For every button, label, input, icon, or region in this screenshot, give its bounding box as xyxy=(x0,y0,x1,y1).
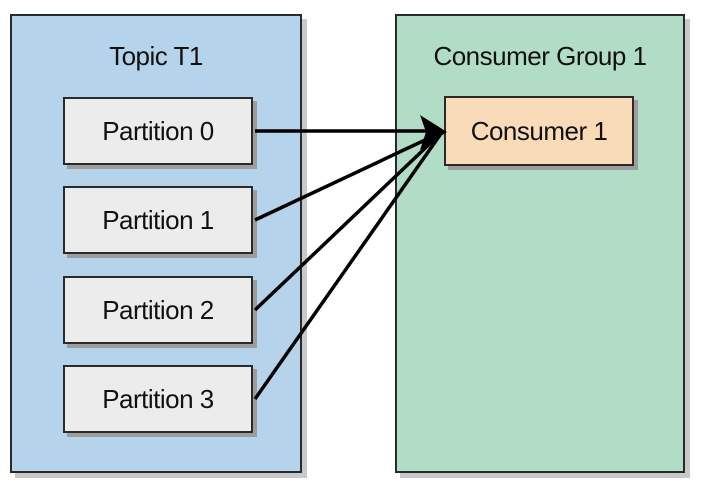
partition-0-box: Partition 0 xyxy=(63,97,253,165)
partition-3-box: Partition 3 xyxy=(63,365,253,433)
consumer-group-panel: Consumer Group 1 xyxy=(395,14,685,473)
topic-title: Topic T1 xyxy=(109,41,203,71)
partition-2-box: Partition 2 xyxy=(63,276,253,344)
consumer-group-title: Consumer Group 1 xyxy=(433,41,647,71)
consumer-1-box: Consumer 1 xyxy=(444,96,634,166)
partition-1-box: Partition 1 xyxy=(63,186,253,254)
